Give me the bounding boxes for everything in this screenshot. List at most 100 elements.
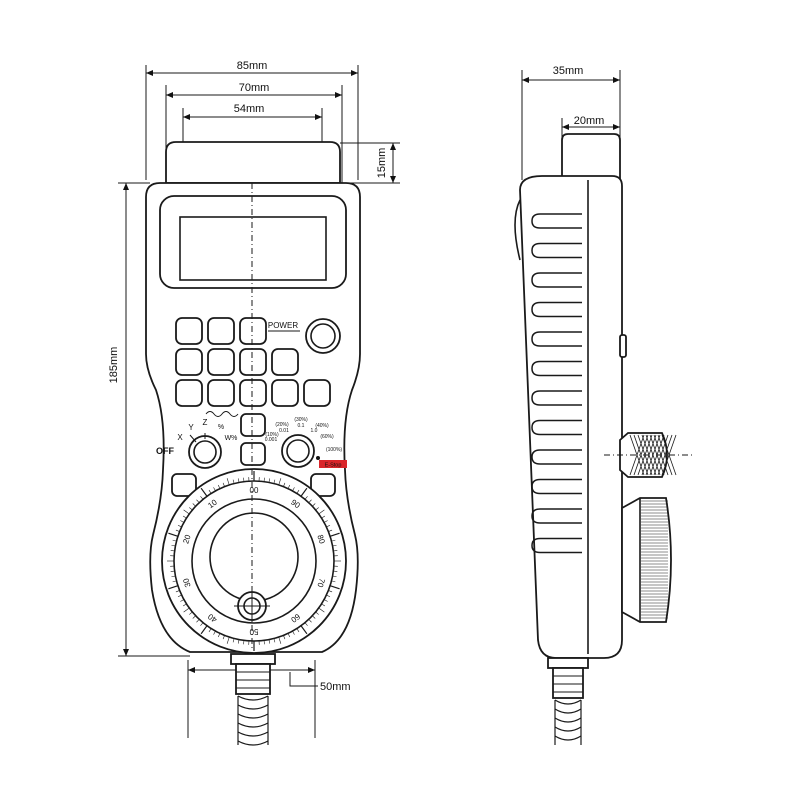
- dial-tick: [196, 499, 200, 503]
- power-button[interactable]: [310, 323, 336, 349]
- key-r2-1[interactable]: [175, 348, 203, 376]
- dial-tick: [200, 622, 204, 626]
- dial-tick: [172, 539, 177, 542]
- side-cable: [554, 699, 582, 745]
- dial-tick: [300, 487, 308, 497]
- dial-number: 30: [181, 577, 192, 589]
- dial-number: 00: [250, 486, 259, 495]
- cable-coil: [554, 699, 582, 705]
- axis-off: OFF: [156, 446, 174, 456]
- front-handle: [165, 141, 341, 184]
- dial-tick: [333, 550, 338, 552]
- key-center-1[interactable]: [240, 413, 266, 437]
- dial-tick: [189, 611, 193, 615]
- dial-tick: [278, 478, 282, 486]
- step-0001: 0.001: [265, 437, 278, 443]
- dial-tick: [328, 529, 333, 532]
- key-r1-2[interactable]: [207, 317, 235, 345]
- dial-tick: [217, 633, 221, 638]
- axis-z: Z: [203, 418, 208, 427]
- dial-tick: [168, 585, 179, 590]
- dial-tick: [170, 570, 175, 572]
- dial-tick: [171, 544, 176, 547]
- dial-tick: [318, 509, 325, 515]
- axis-selector-labels: X Y Z % W% OFF: [156, 418, 237, 456]
- dial-tick: [189, 507, 193, 511]
- key-r3-2[interactable]: [207, 379, 235, 407]
- dial-tick: [222, 635, 225, 640]
- step-10: 1.0: [311, 428, 318, 434]
- key-r2-2[interactable]: [207, 348, 235, 376]
- key-r3-4[interactable]: [271, 379, 299, 407]
- grip-slot: [531, 419, 582, 436]
- key-r2-4[interactable]: [271, 348, 299, 376]
- dial-tick: [172, 580, 177, 583]
- dial-tick: [180, 599, 185, 602]
- grip-slot: [531, 390, 582, 406]
- cable-nut: [230, 653, 276, 665]
- key-r3-5[interactable]: [303, 379, 331, 407]
- dial-tick: [200, 625, 208, 635]
- dial-tick: [182, 603, 187, 607]
- side-nub[interactable]: [619, 334, 627, 358]
- power-label: POWER: [268, 321, 298, 330]
- step-selector-knob[interactable]: [286, 439, 310, 463]
- grip-slot: [531, 272, 582, 288]
- dial-tick: [326, 594, 331, 598]
- dial-tick: [268, 478, 271, 483]
- dial-tick: [182, 515, 187, 519]
- cable-coil: [237, 722, 269, 728]
- key-r3-1[interactable]: [175, 379, 203, 407]
- cable-coil: [237, 740, 269, 746]
- cable-coil: [237, 704, 269, 710]
- key-center-2[interactable]: [240, 442, 266, 466]
- dial-tick: [333, 570, 338, 572]
- dial-number: 80: [315, 534, 326, 546]
- key-side-right[interactable]: [310, 473, 336, 497]
- grip-slot: [531, 478, 582, 495]
- dial-tick: [273, 479, 276, 484]
- dial-tick: [321, 515, 326, 519]
- key-r1-3[interactable]: [239, 317, 267, 345]
- handwheel-outer: [161, 468, 347, 654]
- dial-tick: [308, 619, 312, 623]
- dial-tick: [315, 611, 319, 615]
- dial-tick: [283, 482, 286, 487]
- grip-slot: [531, 331, 582, 347]
- cable-gland: [235, 663, 271, 695]
- dial-tick: [208, 628, 212, 633]
- key-side-left[interactable]: [171, 473, 197, 497]
- dial-tick: [213, 630, 216, 635]
- side-handwheel[interactable]: [621, 497, 672, 623]
- dial-tick: [170, 550, 175, 552]
- dial-tick: [312, 503, 316, 507]
- knurl-line: [633, 434, 649, 476]
- dial-tick: [318, 607, 325, 613]
- dial-tick: [292, 630, 295, 635]
- dial-tick: [217, 484, 221, 489]
- dial-tick: [278, 636, 282, 644]
- emergency-tag: [319, 460, 347, 468]
- dim-width-54: 54mm: [234, 103, 265, 115]
- key-r1-1[interactable]: [175, 317, 203, 345]
- dial-number: 70: [315, 577, 326, 589]
- dial-tick: [192, 503, 196, 507]
- dial-tick: [200, 487, 208, 497]
- dial-tick: [263, 477, 265, 482]
- step-selector-labels: (20%) (30%) (40%) 0.01 0.1 1.0 (10%) (60…: [265, 417, 343, 453]
- dial-tick: [329, 585, 340, 590]
- key-r3-3[interactable]: [239, 379, 267, 407]
- step-60pct: (60%): [320, 434, 334, 440]
- dial-tick: [213, 487, 216, 492]
- key-r2-3[interactable]: [239, 348, 267, 376]
- dial-tick: [268, 639, 271, 644]
- grip-slot: [531, 301, 582, 318]
- cable-coil: [554, 717, 582, 723]
- handwheel-inner-ring: [191, 498, 317, 624]
- axis-x: X: [177, 433, 183, 442]
- cable-coil: [554, 735, 582, 741]
- dial-tick: [331, 539, 336, 542]
- dim-width-85: 85mm: [237, 60, 268, 72]
- dial-tick: [237, 478, 240, 483]
- axis-selector-knob[interactable]: [193, 440, 217, 464]
